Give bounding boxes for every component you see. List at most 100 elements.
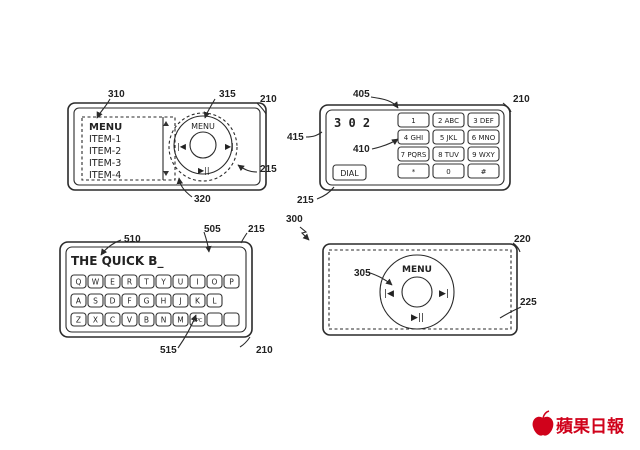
keyboard-key[interactable]	[189, 293, 206, 308]
ref-225: 225	[520, 297, 537, 308]
menu-title: MENU	[89, 122, 122, 133]
leader-210a	[256, 102, 267, 115]
keyboard-key-label: Y	[160, 278, 166, 287]
keyboard-key[interactable]	[87, 312, 104, 327]
keyboard-key-label: T	[143, 278, 149, 287]
keypad-key[interactable]	[432, 112, 465, 128]
keypad-key[interactable]	[467, 146, 500, 162]
leader-410	[371, 138, 399, 150]
keypad-key[interactable]	[397, 163, 430, 179]
keypad-key[interactable]	[467, 112, 500, 128]
leader-415	[305, 131, 323, 138]
keyboard-key-label: Z	[76, 316, 81, 325]
keyboard-key-label: W	[92, 278, 100, 287]
keypad-key[interactable]	[467, 163, 500, 179]
play-pause-icon[interactable]: ▶||	[198, 166, 210, 175]
keyboard-key[interactable]	[206, 293, 223, 308]
menu-item-1[interactable]: ITEM-1	[89, 134, 121, 145]
keypad-key-label: 9 WXY	[472, 151, 495, 159]
keyboard-key[interactable]	[70, 274, 87, 289]
keyboard-key[interactable]	[70, 293, 87, 308]
keypad-key[interactable]	[397, 129, 430, 145]
keyboard-key[interactable]	[223, 274, 240, 289]
large-wheel-menu-label: MENU	[402, 265, 432, 275]
keyboard-key[interactable]	[70, 312, 87, 327]
ref-315: 315	[219, 89, 236, 100]
keypad-key-label: 2 ABC	[438, 117, 459, 125]
keypad-key[interactable]	[432, 146, 465, 162]
previous-icon[interactable]: |◀	[177, 142, 187, 151]
scroll-down-icon[interactable]	[163, 171, 169, 176]
click-wheel[interactable]	[173, 115, 233, 175]
keypad-key[interactable]	[397, 146, 430, 162]
wheel-menu-label: MENU	[191, 122, 215, 131]
keyboard-key[interactable]	[138, 312, 155, 327]
menu-list-region	[81, 116, 176, 181]
large-play-pause-icon[interactable]: ▶||	[411, 313, 424, 323]
keypad-key[interactable]	[432, 129, 465, 145]
apple-logo-icon	[532, 416, 554, 436]
leader-320	[176, 177, 193, 198]
menu-item-2[interactable]: ITEM-2	[89, 146, 121, 157]
large-click-wheel[interactable]	[379, 254, 455, 330]
keypad-key[interactable]	[397, 112, 430, 128]
keyboard-key[interactable]	[172, 312, 189, 327]
large-previous-icon[interactable]: |◀	[384, 289, 394, 299]
keypad-key-label: 1	[411, 117, 415, 125]
keyboard-key[interactable]	[87, 274, 104, 289]
large-next-icon[interactable]: ▶|	[439, 289, 449, 299]
keyboard-key[interactable]	[172, 293, 189, 308]
keyboard-key[interactable]	[206, 274, 223, 289]
scroll-up-icon[interactable]	[163, 121, 169, 126]
ref-215-a: 215	[260, 164, 277, 175]
keypad-key-label: 5 JKL	[440, 134, 457, 142]
ref-415: 415	[287, 132, 304, 143]
keypad-key[interactable]	[432, 163, 465, 179]
dial-button-label: DIAL	[340, 169, 359, 178]
keyboard-key-label: B	[144, 316, 149, 325]
figure-wheel-device: MENU |◀ ▶| ▶|| 220 305 225	[322, 234, 537, 336]
leader-215a	[237, 164, 258, 173]
keypad-key-label: *	[412, 168, 416, 176]
blank-key[interactable]	[223, 312, 240, 327]
keyboard-key-label: Q	[76, 278, 82, 287]
keyboard-key[interactable]	[121, 293, 138, 308]
keypad-key[interactable]	[467, 129, 500, 145]
menu-item-4[interactable]: ITEM-4	[89, 170, 121, 181]
keyboard-key[interactable]	[121, 274, 138, 289]
ref-215-b: 215	[297, 195, 314, 206]
keyboard-key-label: V	[127, 316, 133, 325]
keyboard-key[interactable]	[172, 274, 189, 289]
keyboard-key-label: N	[161, 316, 167, 325]
keyboard-key[interactable]	[121, 312, 138, 327]
watermark-text: 蘋果日報	[556, 416, 625, 437]
keyboard-key[interactable]	[104, 274, 121, 289]
dial-button[interactable]	[332, 164, 367, 181]
phone-screen	[325, 109, 505, 186]
keyboard-key[interactable]	[155, 293, 172, 308]
menu-item-3[interactable]: ITEM-3	[89, 158, 121, 169]
ref-215-c: 215	[248, 224, 265, 235]
keyboard-key[interactable]	[189, 274, 206, 289]
keyboard-key-label: G	[144, 297, 150, 306]
keyboard-key[interactable]	[155, 312, 172, 327]
next-icon[interactable]: ▶|	[225, 142, 234, 151]
large-center-button[interactable]	[401, 276, 433, 308]
keyboard-key[interactable]	[104, 312, 121, 327]
center-button[interactable]	[189, 131, 217, 159]
keyboard-key[interactable]	[138, 274, 155, 289]
keyboard-key[interactable]	[104, 293, 121, 308]
ref-515: 515	[160, 345, 177, 356]
keyboard-device-screen	[65, 246, 247, 333]
ref-310: 310	[108, 89, 125, 100]
blank-key[interactable]	[206, 312, 223, 327]
phone-body	[319, 104, 511, 191]
keyboard-key[interactable]	[155, 274, 172, 289]
keyboard-key[interactable]	[87, 293, 104, 308]
keyboard-key[interactable]	[138, 293, 155, 308]
ref-305: 305	[354, 268, 371, 279]
